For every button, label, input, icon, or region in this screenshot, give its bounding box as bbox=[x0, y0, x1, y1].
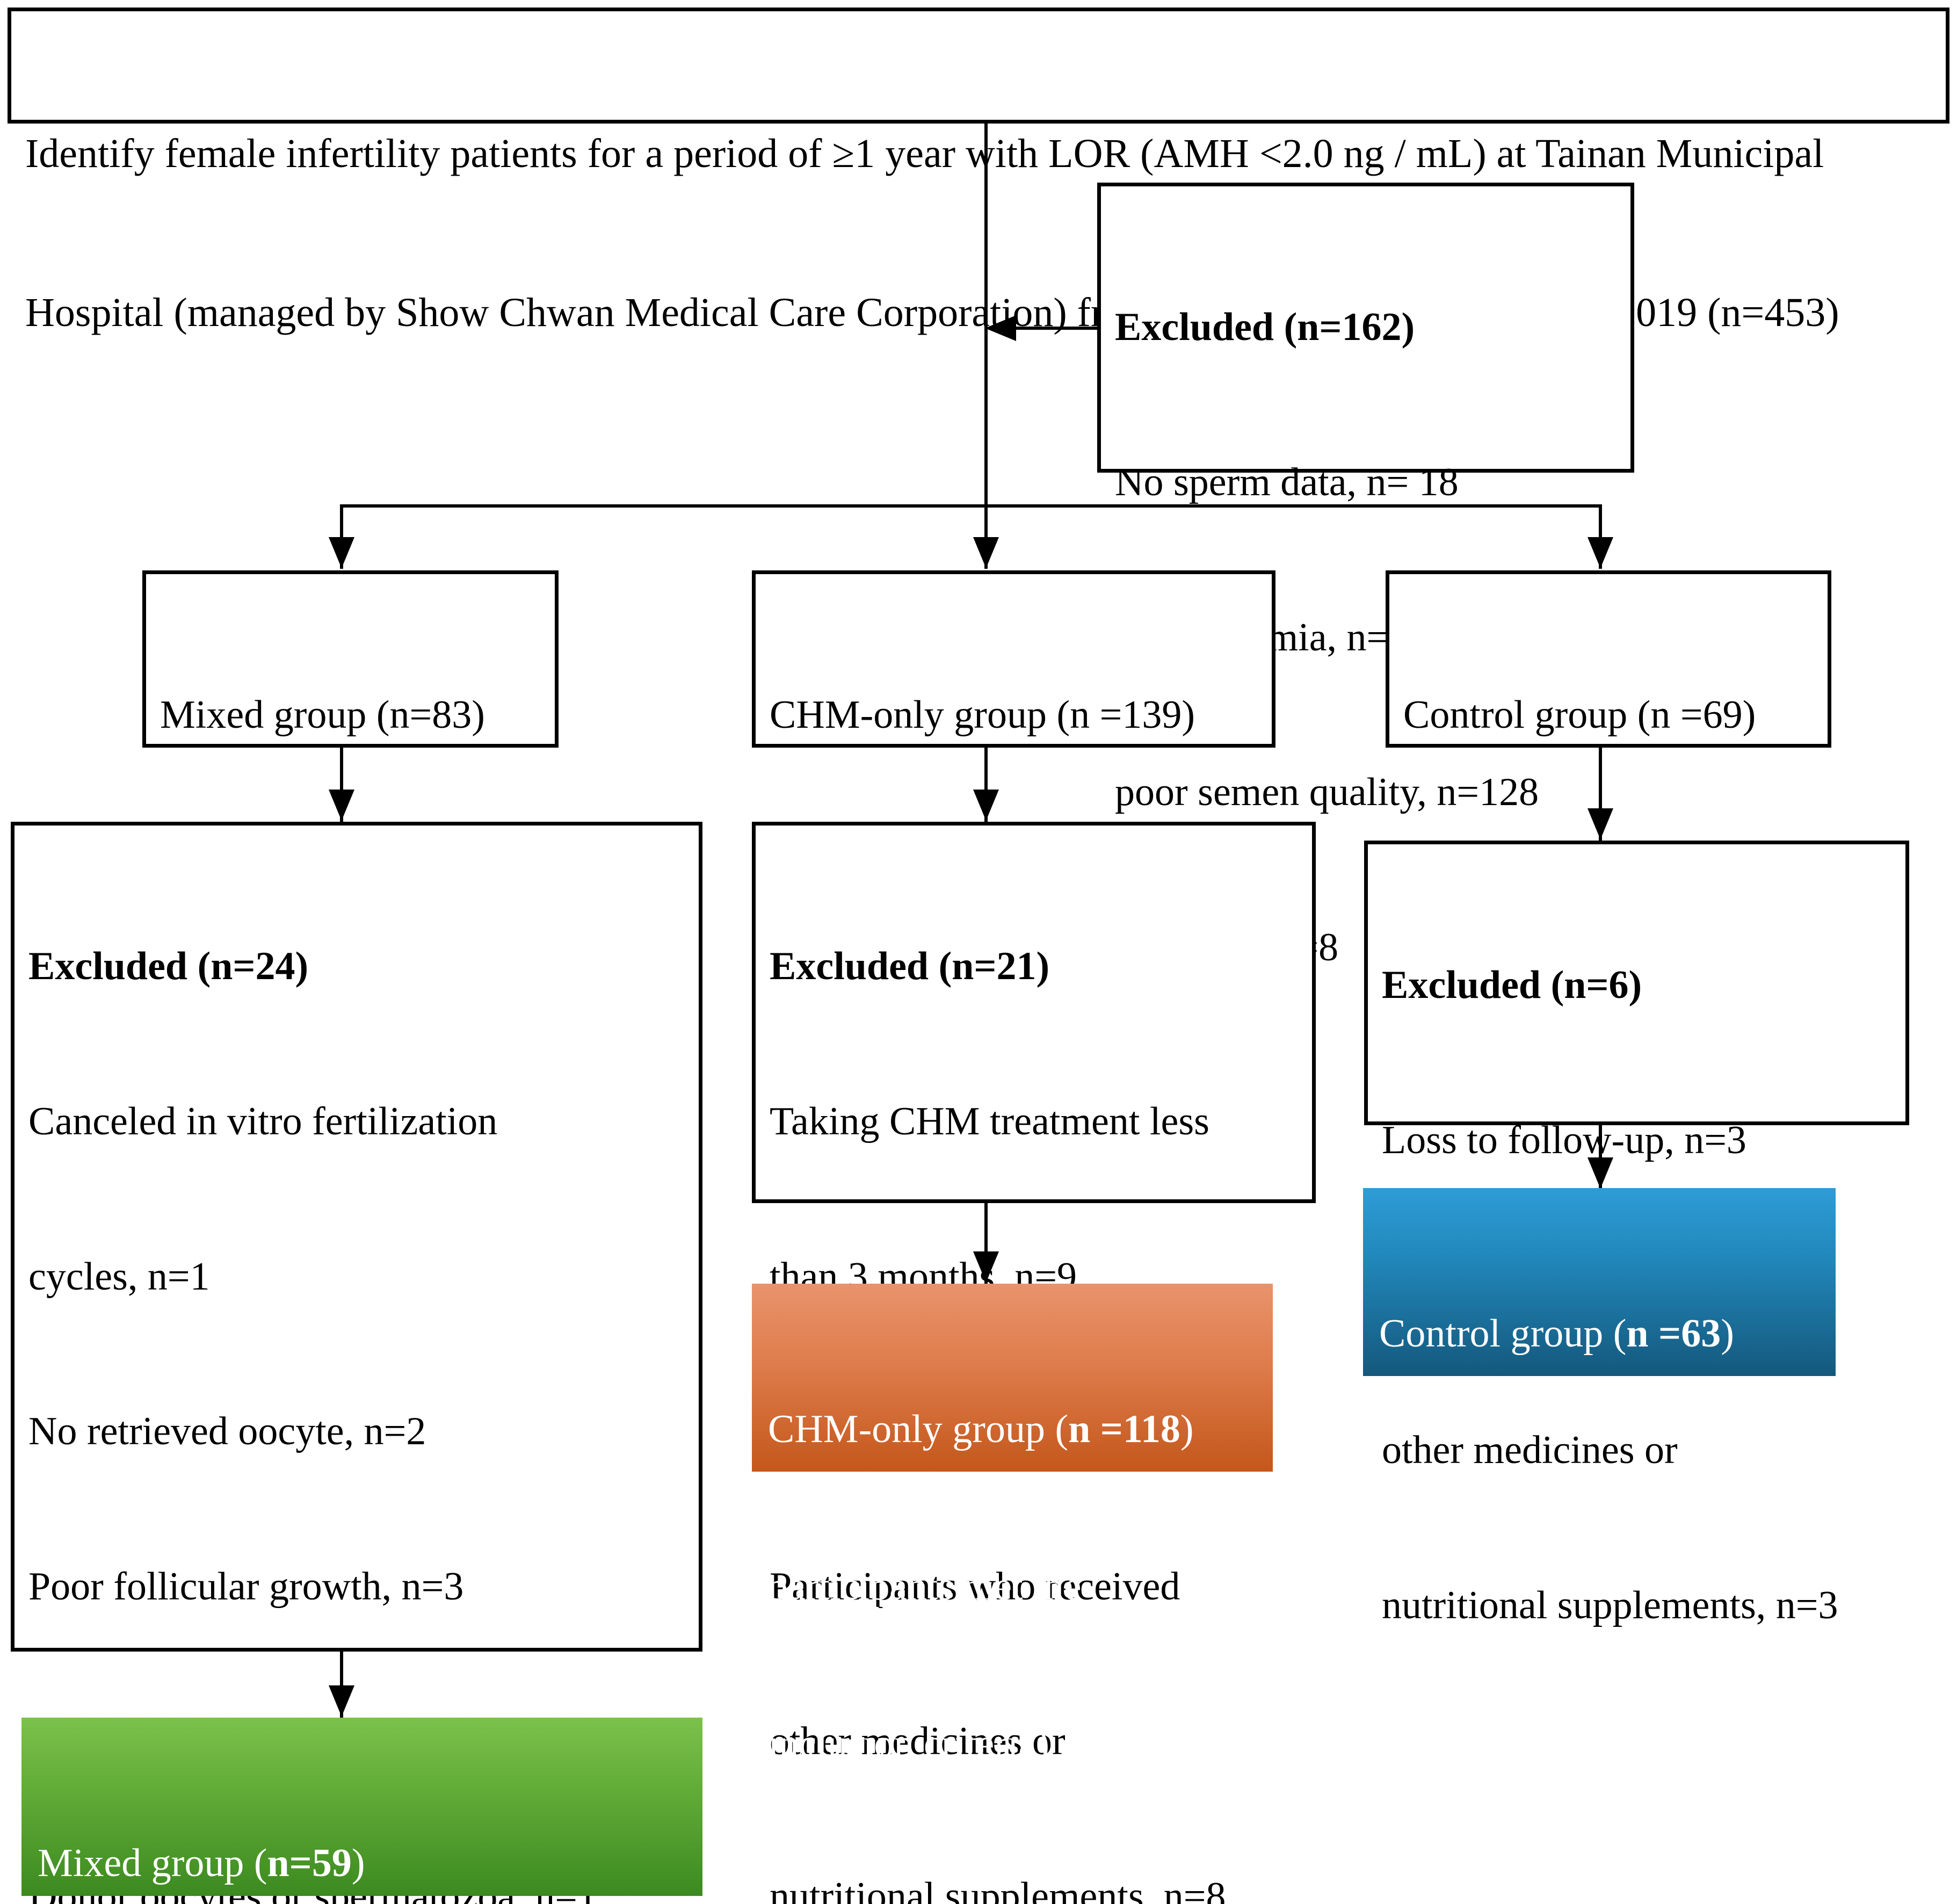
branch-right-line bbox=[1599, 504, 1602, 569]
excluded-chm-reason-4: other medicines or bbox=[770, 1719, 1066, 1764]
branch-left-arrow bbox=[329, 537, 354, 568]
final-chm-count: n =118 bbox=[1068, 1407, 1180, 1452]
final-control-line-3: inclusion criteria) bbox=[1379, 1626, 1661, 1671]
identify-line-2: Hospital (managed by Show Chwan Medical … bbox=[25, 289, 1839, 335]
excluded-mixed-reason-0: Canceled in vitro fertilization bbox=[28, 1099, 498, 1143]
excluded-top-arrow bbox=[985, 315, 1016, 341]
excluded-control-reason-3: nutritional supplements, n=3 bbox=[1382, 1583, 1838, 1627]
group-chm-line-1: CHM-only group (n =139) bbox=[770, 693, 1195, 737]
final-box-chm-only: CHM-only group (n =118) participants met… bbox=[752, 1284, 1273, 1766]
final-control-line-2: participants met the bbox=[1379, 1469, 1693, 1514]
excluded-chm-reason-5: nutritional supplements, n=8 bbox=[770, 1874, 1226, 1904]
final-chm-prefix: CHM-only group ( bbox=[768, 1407, 1069, 1452]
excluded-chm-heading: Excluded (n=21) bbox=[770, 944, 1050, 989]
excluded-mixed-box: Excluded (n=24) Canceled in vitro fertil… bbox=[11, 822, 702, 1904]
spine-main-top bbox=[984, 124, 988, 506]
final-control-suffix: ) bbox=[1721, 1312, 1734, 1356]
excluded-control-reason-2: other medicines or bbox=[1382, 1428, 1678, 1473]
arrow-chm-to-excluded bbox=[973, 790, 999, 821]
branch-center-arrow bbox=[973, 537, 999, 568]
excluded-top-heading: Excluded (n=162) bbox=[1115, 305, 1415, 350]
identify-line-1: Identify female infertility patients for… bbox=[25, 131, 1824, 176]
final-control-line-1: Control group (n =63) bbox=[1379, 1308, 1820, 1360]
excluded-mixed-heading: Excluded (n=24) bbox=[28, 944, 309, 989]
excluded-chm-reason-0: Taking CHM treatment less bbox=[770, 1099, 1209, 1143]
final-box-mixed: Mixed group (n=59) participants met the … bbox=[21, 1718, 702, 1896]
group-box-mixed: Mixed group (n=83) participants met the … bbox=[142, 570, 559, 1047]
branch-center-line bbox=[984, 504, 988, 569]
excluded-mixed-reason-1: cycles, n=1 bbox=[28, 1254, 210, 1299]
branch-right-arrow bbox=[1588, 537, 1613, 568]
final-control-count: n =63 bbox=[1626, 1312, 1721, 1356]
arrow-mixed-final bbox=[329, 1685, 354, 1717]
excluded-mixed-reason-2: No retrieved oocyte, n=2 bbox=[28, 1409, 426, 1454]
excluded-control-reason-0: Loss to follow-up, n=3 bbox=[1382, 1118, 1746, 1162]
branch-left-line bbox=[340, 504, 343, 569]
excluded-control-heading: Excluded (n=6) bbox=[1382, 963, 1642, 1008]
arrow-chm-final bbox=[973, 1251, 999, 1283]
connector-excluded-mixed-to-final bbox=[340, 1652, 343, 1719]
group-box-control: Control group (n =69) participants met t… bbox=[1386, 570, 1831, 1047]
final-control-prefix: Control group ( bbox=[1379, 1312, 1627, 1356]
final-mixed-prefix: Mixed group ( bbox=[38, 1841, 267, 1886]
group-mixed-line-1: Mixed group (n=83) bbox=[160, 693, 485, 737]
excluded-top-connector-line bbox=[1014, 327, 1099, 330]
group-control-line-1: Control group (n =69) bbox=[1403, 693, 1756, 737]
excluded-mixed-reason-3: Poor follicular growth, n=3 bbox=[28, 1564, 464, 1609]
connector-chm-to-excluded bbox=[984, 748, 988, 823]
final-mixed-line-1: Mixed group (n=59) bbox=[38, 1837, 686, 1890]
final-mixed-suffix: ) bbox=[351, 1841, 365, 1886]
connector-control-to-excluded bbox=[1599, 748, 1602, 842]
group-box-chm-only: CHM-only group (n =139) participants met… bbox=[752, 570, 1275, 1047]
final-chm-line-1: CHM-only group (n =118) bbox=[768, 1403, 1257, 1456]
final-box-control: Control group (n =63) participants met t… bbox=[1363, 1188, 1836, 1670]
connector-mixed-to-excluded bbox=[340, 748, 343, 823]
excluded-control-box: Excluded (n=6) Loss to follow-up, n=3 Pa… bbox=[1364, 841, 1909, 1627]
arrow-control-to-excluded bbox=[1588, 808, 1613, 839]
excluded-chm-box: Excluded (n=21) Taking CHM treatment les… bbox=[752, 822, 1316, 1904]
arrow-control-final bbox=[1588, 1157, 1613, 1189]
excluded-top-reason-2: poor semen quality, n=128 bbox=[1115, 770, 1539, 815]
split-bar bbox=[340, 504, 1602, 508]
identify-box: Identify female infertility patients for… bbox=[8, 8, 1949, 335]
excluded-top-reason-0: No sperm data, n= 18 bbox=[1115, 460, 1459, 504]
excluded-top-box: Excluded (n=162) No sperm data, n= 18 Az… bbox=[1097, 183, 1634, 969]
final-chm-line-2: participants met the bbox=[768, 1565, 1082, 1609]
final-chm-line-3: inclusion criteria) bbox=[768, 1722, 1049, 1767]
arrow-mixed-to-excluded bbox=[329, 790, 354, 821]
excluded-chm-reason-3: Participants who received bbox=[770, 1564, 1180, 1609]
final-chm-suffix: ) bbox=[1180, 1407, 1194, 1452]
final-mixed-count: n=59 bbox=[267, 1841, 352, 1886]
connector-excluded-chm-to-final bbox=[984, 1203, 988, 1284]
